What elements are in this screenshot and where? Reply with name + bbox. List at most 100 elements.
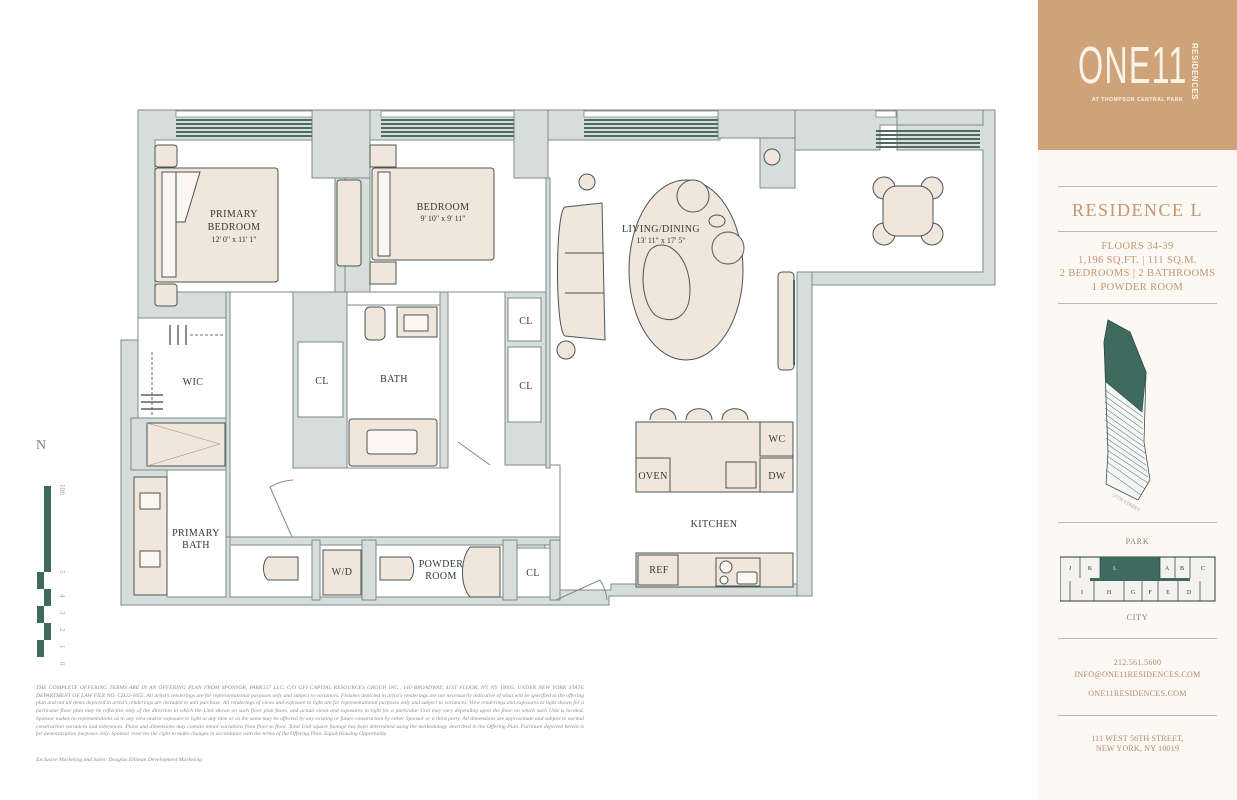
- entry-closet-floor: [516, 547, 551, 598]
- divider: [1058, 231, 1217, 232]
- website-link[interactable]: ONE11RESIDENCES.COM: [1088, 689, 1187, 698]
- svg-text:I: I: [1081, 590, 1083, 596]
- residence-specs: FLOORS 34-39 1,196 SQ.FT. | 111 SQ.M. 2 …: [1038, 240, 1237, 294]
- floors: FLOORS 34-39: [1101, 241, 1174, 252]
- dw-label: DW: [768, 471, 786, 482]
- closet-label: CL: [526, 568, 540, 579]
- divider: [1058, 715, 1217, 716]
- tower-illustration: 57TH STREET: [1103, 319, 1151, 512]
- info-sidebar: ONE11 RESIDENCES AT THOMPSON CENTRAL PAR…: [1038, 0, 1237, 800]
- svg-text:1: 1: [58, 645, 66, 649]
- svg-text:2: 2: [58, 628, 66, 632]
- closet-label: CL: [315, 376, 329, 387]
- keyplan-city-label: CITY: [1126, 613, 1149, 622]
- residence-title: RESIDENCE L: [1072, 200, 1203, 220]
- wic-label: WIC: [183, 377, 204, 388]
- toilet: [364, 306, 386, 341]
- floor-plan-area: PRIMARY BEDROOM 12' 0" x 11' 1" BEDROOM …: [36, 109, 996, 763]
- wine-cooler: [759, 421, 794, 457]
- area: 1,196 SQ.FT. | 111 SQ.M.: [1078, 254, 1197, 266]
- room-count: 2 BEDROOMS | 2 BATHROOMS: [1059, 268, 1216, 279]
- toilet: [379, 556, 415, 581]
- dresser: [336, 179, 362, 267]
- svg-text:ROOM: ROOM: [425, 571, 457, 582]
- divider: [1058, 186, 1217, 187]
- bedroom-dims: 9' 10" x 9' 11": [420, 214, 465, 223]
- door-swings: [269, 441, 608, 601]
- shower: [146, 422, 226, 467]
- closet-upper-floor: [507, 297, 542, 342]
- lounge-chair: [711, 231, 745, 265]
- svg-text:K: K: [1088, 566, 1093, 572]
- brand-tagline: AT THOMPSON CENTRAL PARK: [1091, 97, 1184, 103]
- svg-text:3: 3: [58, 611, 66, 615]
- living-dining-label: LIVING/DINING: [622, 224, 700, 235]
- media-console: [777, 271, 795, 371]
- closet-label: CL: [519, 381, 533, 392]
- nightstand: [369, 261, 397, 285]
- svg-text:L: L: [1113, 566, 1117, 572]
- wd-label: W/D: [332, 567, 353, 578]
- powder-sink: [462, 546, 501, 598]
- divider: [1058, 638, 1217, 639]
- wc-label: WC: [769, 434, 786, 445]
- primary-bath-label: PRIMARY: [172, 528, 220, 539]
- divider: [1058, 303, 1217, 304]
- email[interactable]: INFO@ONE11RESIDENCES.COM: [1074, 670, 1201, 679]
- svg-text:BATH: BATH: [182, 540, 210, 551]
- bath-label: BATH: [380, 374, 408, 385]
- svg-text:BEDROOM: BEDROOM: [208, 222, 261, 233]
- powder-room-label: POWDER: [419, 559, 464, 570]
- svg-text:A: A: [1165, 566, 1170, 572]
- svg-text:G: G: [1131, 590, 1136, 596]
- closet-lower-floor: [507, 346, 542, 423]
- refrigerator: [637, 554, 679, 586]
- nightstand: [154, 283, 178, 307]
- building-keyplan: J K L A B C I H G F E D: [1060, 556, 1216, 602]
- closet-shelving: [141, 325, 187, 410]
- svg-text:D: D: [1187, 590, 1192, 596]
- furniture: [133, 144, 944, 598]
- planter: [763, 148, 781, 166]
- bed: [371, 167, 495, 261]
- side-table: [578, 173, 596, 191]
- address: 111 WEST 56TH STREET, NEW YORK, NY 10019: [1091, 734, 1184, 753]
- contact-info: 212.561.5600 INFO@ONE11RESIDENCES.COM ON…: [1038, 657, 1237, 700]
- oven-label: OVEN: [638, 471, 667, 482]
- side-table: [556, 340, 576, 360]
- bedroom-label: BEDROOM: [417, 202, 470, 213]
- bath-closet-floor: [297, 341, 344, 418]
- marketing-credits: Exclusive Marketing and Sales: Douglas E…: [36, 757, 203, 763]
- legal-disclaimer: THE COMPLETE OFFERING TERMS ARE IN AN OF…: [36, 685, 584, 738]
- windows: [175, 110, 980, 148]
- sofa: [557, 202, 606, 341]
- svg-text:C: C: [1201, 566, 1205, 572]
- floor-plan-drawing: PRIMARY BEDROOM 12' 0" x 11' 1" BEDROOM …: [120, 109, 996, 606]
- toilet: [263, 556, 299, 581]
- svg-text:10ft: 10ft: [58, 484, 66, 495]
- coffee-table: [642, 244, 691, 321]
- washer-dryer: [322, 549, 362, 596]
- svg-text:E: E: [1166, 590, 1170, 596]
- dishwasher: [759, 457, 794, 493]
- brand-logo: ONE11: [1078, 37, 1188, 95]
- primary-bedroom-label: PRIMARY: [210, 209, 258, 220]
- nightstand: [369, 144, 397, 168]
- phone[interactable]: 212.561.5600: [1113, 658, 1162, 667]
- brand-subtitle: RESIDENCES: [1190, 43, 1199, 101]
- svg-text:J: J: [1069, 566, 1072, 572]
- divider: [1058, 522, 1217, 523]
- brand-header: ONE11 RESIDENCES AT THOMPSON CENTRAL PAR…: [1038, 0, 1237, 150]
- side-table: [708, 214, 726, 228]
- ref-label: REF: [649, 565, 669, 576]
- nightstand: [154, 144, 178, 168]
- keyplan-park-label: PARK: [1125, 537, 1150, 546]
- svg-text:B: B: [1180, 566, 1184, 572]
- svg-text:5: 5: [58, 570, 66, 574]
- primary-bedroom-dims: 12' 0" x 11' 1": [211, 235, 256, 244]
- kitchen-label: KITCHEN: [691, 519, 738, 530]
- closet-label: CL: [519, 316, 533, 327]
- north-arrow-icon: N: [36, 438, 47, 453]
- svg-text:F: F: [1148, 590, 1152, 596]
- lounge-chair: [676, 179, 710, 213]
